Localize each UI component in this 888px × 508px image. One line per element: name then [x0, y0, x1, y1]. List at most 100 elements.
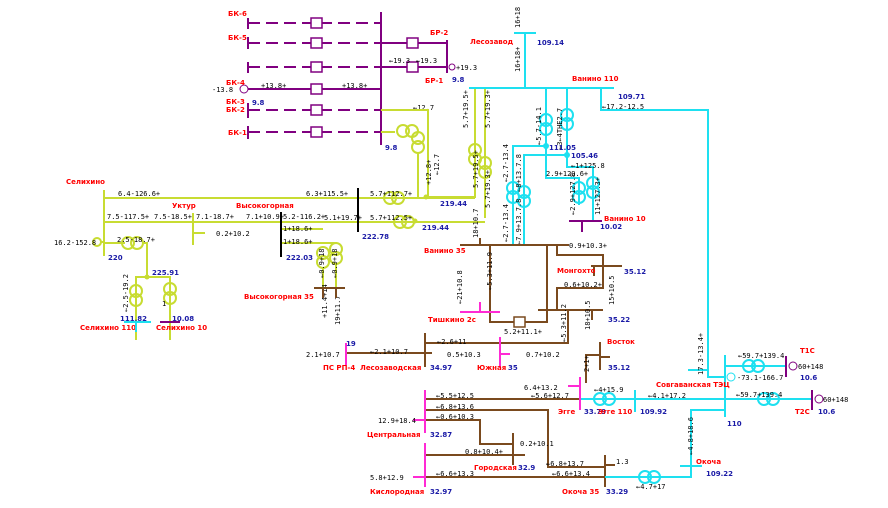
vanino10-tr2-flow: 11+127.3+	[594, 177, 602, 215]
load-icon	[448, 63, 456, 71]
lz-load-flow: 0.5+10.3	[447, 351, 481, 359]
bus22278-bot-flow: 5.1+19.7+	[324, 214, 362, 222]
t1s-label: Т1С	[800, 347, 815, 355]
35kv-network	[346, 238, 640, 487]
vysokogornaya-label: Высокогорная	[236, 202, 294, 210]
bk4-gen-flow: -13.8	[212, 86, 233, 94]
node-219-44-b: 219.44	[422, 224, 449, 232]
breaker-icon[interactable]	[310, 61, 323, 73]
breaker-icon[interactable]	[406, 61, 419, 73]
vanino110-right-flow: ←17.2-12.5	[602, 103, 644, 111]
sel10-flow: 1	[162, 300, 166, 308]
vys-branch1-flow: 1+18.6+	[283, 225, 313, 233]
transformer-icon	[411, 131, 425, 145]
ergo-tr-flow: ←4+15.9	[594, 386, 624, 394]
generator-icon	[726, 372, 736, 382]
tr-y-top-flow: 5.7+112.7+	[370, 190, 412, 198]
kislorodnaya-voltage: 32.97	[430, 488, 452, 496]
bk4-label: БК-4	[226, 79, 245, 87]
y-line4-flow: 5.7+19.3+	[484, 170, 492, 208]
bk4-flow-in: +13.8+	[261, 82, 286, 90]
vanino-tr2-flow: ←3←4THE2.7	[556, 108, 564, 150]
tsen-load-flow: 12.9+18.4	[378, 417, 416, 425]
node-225-91-voltage: 225.91	[152, 269, 179, 277]
sel-top-flow: 6.4-126.6+	[118, 190, 160, 198]
breaker-icon[interactable]	[310, 17, 323, 29]
bk1-feeder	[247, 126, 381, 139]
vanino-tr1-flow: ←5.7-14.1	[535, 107, 543, 145]
transformer-icon	[468, 143, 482, 157]
bk6-label: БК-6	[228, 10, 247, 18]
ergo-voltage: 33.79	[584, 408, 606, 416]
selikhino110-label: Селихино 110	[80, 324, 136, 332]
ocha-voltage: 109.22	[706, 470, 733, 478]
transformer-icon	[517, 185, 531, 199]
transformer-icon	[593, 392, 607, 406]
breaker-icon[interactable]	[513, 316, 526, 328]
selikhino-label: Селихино	[66, 178, 105, 186]
bk2-feeder	[247, 103, 381, 118]
generator-icon	[814, 394, 824, 404]
node-111-05-voltage: 111.05	[549, 144, 576, 152]
ocha-vert-flow: ←4.8+18.6	[687, 417, 695, 455]
bk2-label: БК-2	[226, 106, 245, 114]
rp4-load-flow: 2.1+10.7	[306, 351, 340, 359]
breaker-icon[interactable]	[310, 37, 323, 49]
ustur-in-flow: 7.5-18.5+	[154, 213, 192, 221]
c-line4-flow: ←7.9+13.7.8	[515, 199, 523, 245]
tishkino2s-label: Тишкино 2с	[428, 316, 476, 324]
bk1-label: БК-1	[228, 129, 247, 137]
y-line5-flow: 18+10.7	[472, 208, 480, 238]
transformer-icon	[586, 176, 600, 190]
ocha35-load-flow: 1.3	[616, 458, 629, 466]
sovgavanskaya-tec-label: Совгаванская ТЭЦ	[656, 381, 730, 389]
ps-rp4-voltage: 19	[346, 340, 356, 348]
monkhokto-voltage: 35.12	[624, 268, 646, 276]
bus3522-load-flow: 18+10.5	[584, 300, 592, 330]
vys35-down1: +11.4+14	[321, 284, 329, 318]
breaker-icon[interactable]	[310, 104, 323, 116]
ustur-load-flow: 0.2+10.2	[216, 230, 250, 238]
bk4-flow-out: +13.8+	[342, 82, 367, 90]
lesozavod-label: Лесозавод	[470, 38, 514, 46]
t1s-voltage: 10.6	[800, 374, 817, 382]
ocha35-2-flow: ←6.6+13.4	[552, 470, 590, 478]
tsen-2-flow: ←6.8+13.6	[436, 403, 474, 411]
sovg-gen-flow: -73.1-166.7	[737, 374, 783, 382]
bk6-feeder	[247, 37, 381, 49]
vys35-flow2: ←0.9+18	[331, 248, 339, 278]
sovgavan-110-voltage: 110	[727, 420, 742, 428]
lesozavod-voltage: 109.14	[537, 39, 564, 47]
vys-branch2-flow: 1+18.6+	[283, 238, 313, 246]
vys35-down2: 19+11.7	[334, 295, 342, 325]
t2s-voltage: 10.6	[818, 408, 835, 416]
bp1-flow-a: ←19.3	[389, 57, 410, 65]
yuzhnaya-voltage: 35	[508, 364, 518, 372]
t1s-tr-flow: ←59.7+139.4	[738, 352, 784, 360]
breaker-icon[interactable]	[310, 83, 323, 95]
tishkino-flow: ←21+10.8	[456, 270, 464, 304]
breaker-icon[interactable]	[406, 37, 419, 49]
transformer-icon	[742, 359, 756, 373]
y-line2-flow: 5.7+19.3+	[484, 90, 492, 128]
kisl-load-flow: 5.8+12.9	[370, 474, 404, 482]
t2s-gen-flow: 60+148	[823, 396, 848, 404]
breaker-icon[interactable]	[310, 126, 323, 138]
transformer-icon	[478, 156, 492, 170]
ergo110-line-flow: ←4.1+17.2	[648, 392, 686, 400]
selikhino-voltage: 220	[108, 254, 123, 262]
ps-rp4-label: ПС РП-4	[323, 364, 355, 372]
sovg-vert-flow: 17.3-13.4+	[697, 333, 705, 375]
ergo110-voltage: 109.92	[640, 408, 667, 416]
transformer-icon	[121, 236, 135, 250]
sel-gen-flow: 16.2-152.8	[54, 239, 96, 247]
ustur-out-flow: 7.1-18.7+	[196, 213, 234, 221]
kislorodnaya-label: Кислородная	[370, 488, 424, 496]
vostok-line-flow: 2+1+	[583, 355, 591, 372]
bk4-feeder	[239, 83, 381, 95]
gorodskaya-label: Городская	[474, 464, 517, 472]
vostok-label: Восток	[607, 338, 635, 346]
vanino35-right-flow: 0.9+10.3+	[569, 242, 607, 250]
transformer-icon	[129, 284, 143, 298]
